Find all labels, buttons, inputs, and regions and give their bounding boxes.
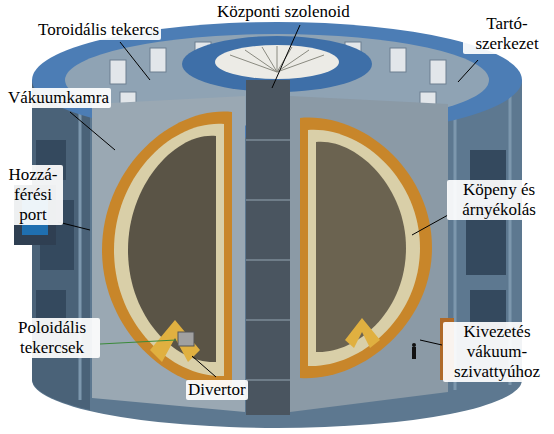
part-label: Hozzá- férési port <box>3 165 63 225</box>
divertor-shape-right <box>345 318 380 348</box>
right-plasma-chamber <box>316 142 406 352</box>
central-solenoid <box>246 80 290 415</box>
left-vacuum-vessel <box>102 112 232 389</box>
solenoid-leads <box>230 46 324 72</box>
right-blanket <box>308 130 420 366</box>
cutaway-left <box>92 96 245 412</box>
cutaway-right <box>290 96 448 412</box>
part-label: Divertor <box>186 380 248 400</box>
part-label: Kivezetés vákuum- szivattyúhoz <box>443 322 551 382</box>
part-label: Tartó- szerkezet <box>463 14 551 54</box>
part-label: Vákuumkamra <box>6 88 111 108</box>
part-label: Poloidális tekercsek <box>4 318 100 358</box>
part-label: Központi szolenoid <box>215 2 352 22</box>
solenoid-bands <box>246 140 290 380</box>
part-label: Toroidális tekercs <box>36 20 161 40</box>
right-vacuum-vessel <box>300 118 432 379</box>
poloidal-coil <box>178 332 194 346</box>
solenoid-top <box>215 45 339 79</box>
human-figure <box>412 343 416 359</box>
left-blanket <box>114 124 224 376</box>
left-plasma-chamber <box>128 136 216 362</box>
part-label: Köpeny és árnyékolás <box>447 180 551 220</box>
leader-lines <box>58 25 478 377</box>
